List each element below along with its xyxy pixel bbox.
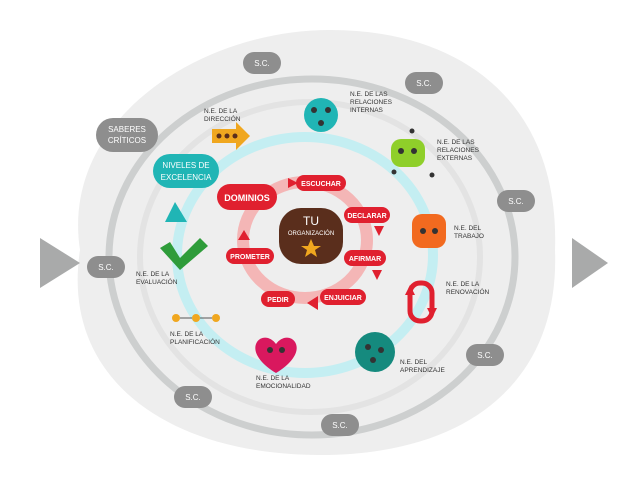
up-arrow — [165, 202, 187, 222]
svg-text:DECLARAR: DECLARAR — [347, 213, 386, 220]
planificacion-icon — [172, 314, 220, 322]
renovacion-icon — [405, 280, 437, 324]
svg-text:INTERNAS: INTERNAS — [350, 107, 384, 114]
saberes-criticos-pill: SABERES CRÍTICOS — [96, 118, 158, 152]
trabajo-icon — [412, 214, 446, 248]
verb-enjuiciar: ENJUICIAR — [320, 289, 366, 305]
svg-text:PEDIR: PEDIR — [267, 297, 288, 304]
svg-text:CRÍTICOS: CRÍTICOS — [108, 136, 146, 145]
svg-text:N.E. DE LAS: N.E. DE LAS — [437, 139, 475, 146]
verb-escuchar: ESCUCHAR — [296, 175, 346, 191]
sc-pill: S.C. — [87, 256, 125, 278]
svg-text:S.C.: S.C. — [508, 197, 524, 206]
cycle-arrow-icon — [307, 296, 318, 310]
svg-text:RELACIONES: RELACIONES — [437, 147, 480, 154]
svg-text:EXCELENCIA: EXCELENCIA — [161, 173, 212, 182]
sc-pill: S.C. — [497, 190, 535, 212]
inner-light-ring — [137, 99, 483, 415]
svg-text:DIRECCIÓN: DIRECCIÓN — [204, 114, 241, 123]
svg-text:EMOCIONALIDAD: EMOCIONALIDAD — [256, 383, 311, 390]
sc-pill: S.C. — [321, 414, 359, 436]
svg-text:N.E. DE LA: N.E. DE LA — [170, 331, 204, 338]
svg-text:N.E. DE LA: N.E. DE LA — [204, 108, 238, 115]
center-organizacion: TU ORGANIZACIÓN — [279, 208, 343, 264]
sc-pill: S.C. — [174, 386, 212, 408]
cycle-arrow-icon — [374, 226, 384, 236]
left-arrow — [40, 238, 80, 288]
svg-text:TU: TU — [303, 214, 319, 228]
svg-text:RELACIONES: RELACIONES — [350, 99, 393, 106]
direccion-arrow-icon — [212, 122, 250, 150]
svg-text:S.C.: S.C. — [477, 351, 493, 360]
verb-afirmar: AFIRMAR — [344, 250, 386, 266]
svg-text:RENOVACIÓN: RENOVACIÓN — [446, 287, 490, 296]
verb-pedir: PEDIR — [261, 291, 295, 307]
svg-text:N.E. DEL: N.E. DEL — [454, 225, 481, 232]
sc-pill: S.C. — [243, 52, 281, 74]
svg-text:PLANIFICACIÓN: PLANIFICACIÓN — [170, 337, 220, 346]
svg-text:S.C.: S.C. — [416, 79, 432, 88]
svg-text:ENJUICIAR: ENJUICIAR — [324, 295, 362, 302]
aprendizaje-icon — [355, 332, 395, 372]
svg-text:AFIRMAR: AFIRMAR — [349, 256, 381, 263]
svg-text:N.E. DEL: N.E. DEL — [400, 359, 427, 366]
svg-text:N.E. DE LAS: N.E. DE LAS — [350, 91, 388, 98]
verb-prometer: PROMETER — [226, 248, 274, 264]
cycle-arrow-icon — [288, 178, 298, 188]
svg-text:S.C.: S.C. — [254, 59, 270, 68]
niveles-excelencia-pill: NIVELES DE EXCELENCIA — [153, 154, 219, 188]
svg-text:S.C.: S.C. — [332, 421, 348, 430]
svg-text:NIVELES DE: NIVELES DE — [162, 161, 209, 170]
relaciones-internas-icon — [304, 98, 338, 132]
svg-text:N.E. DE LA: N.E. DE LA — [136, 271, 170, 278]
svg-text:DOMINIOS: DOMINIOS — [224, 193, 270, 203]
svg-text:ORGANIZACIÓN: ORGANIZACIÓN — [288, 230, 334, 237]
svg-text:APRENDIZAJE: APRENDIZAJE — [400, 367, 445, 374]
svg-text:S.C.: S.C. — [185, 393, 201, 402]
svg-text:EXTERNAS: EXTERNAS — [437, 155, 473, 162]
svg-text:N.E. DE LA: N.E. DE LA — [256, 375, 290, 382]
sc-pill: S.C. — [466, 344, 504, 366]
cycle-arrow-icon — [238, 230, 250, 240]
dominios-pill: DOMINIOS — [217, 184, 277, 210]
sc-pill: S.C. — [405, 72, 443, 94]
emocionalidad-heart-icon — [255, 337, 297, 373]
svg-text:ESCUCHAR: ESCUCHAR — [301, 181, 341, 188]
cycle-arrow-icon — [372, 270, 382, 280]
star-icon — [301, 239, 321, 257]
svg-text:EVALUACIÓN: EVALUACIÓN — [136, 277, 178, 286]
relaciones-externas-icon — [391, 128, 435, 178]
evaluacion-check-icon — [160, 238, 208, 270]
svg-text:S.C.: S.C. — [98, 263, 114, 272]
svg-text:TRABAJO: TRABAJO — [454, 233, 484, 240]
svg-text:N.E. DE LA: N.E. DE LA — [446, 281, 480, 288]
right-arrow — [572, 238, 608, 288]
svg-text:PROMETER: PROMETER — [230, 254, 270, 261]
svg-text:SABERES: SABERES — [108, 125, 146, 134]
verb-declarar: DECLARAR — [344, 207, 390, 223]
